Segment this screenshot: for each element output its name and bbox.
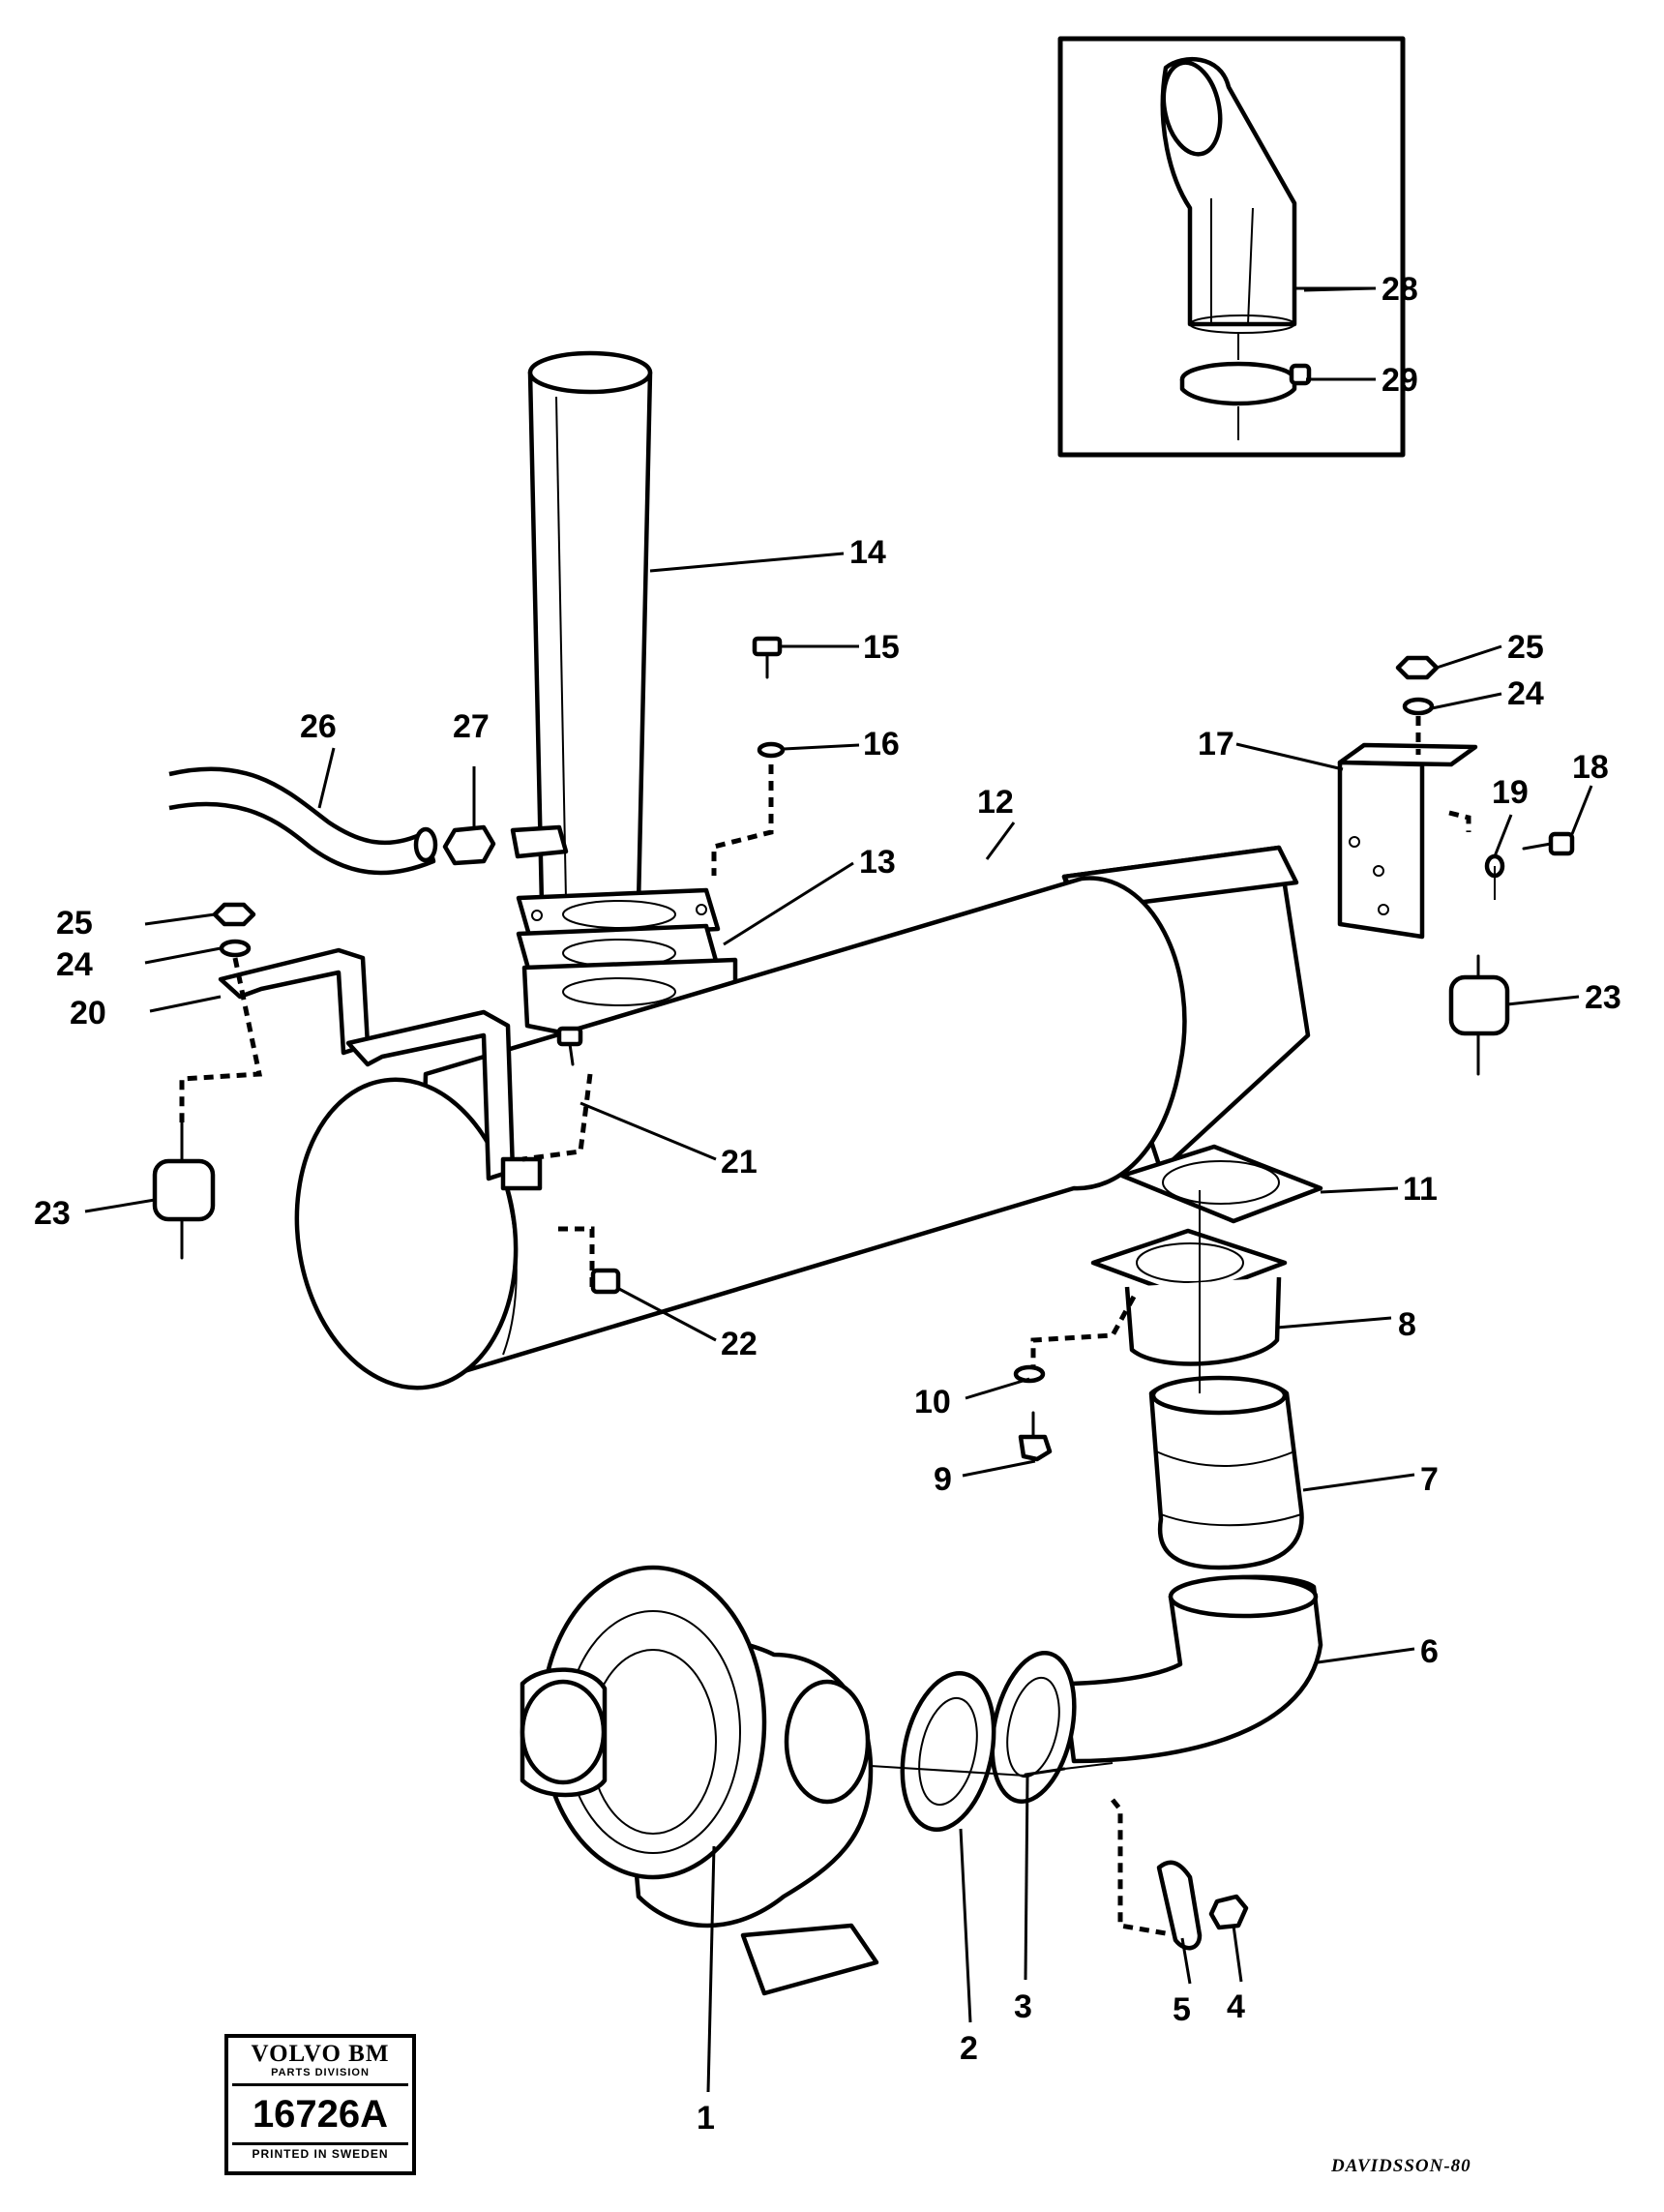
muffler bbox=[294, 845, 1311, 1390]
callout-14: 14 bbox=[849, 534, 886, 571]
callout-7: 7 bbox=[1420, 1461, 1439, 1498]
nut-27 bbox=[442, 824, 496, 866]
rubber-mount-left bbox=[152, 1121, 216, 1260]
parts-division-label: VOLVO BM PARTS DIVISION 16726A PRINTED I… bbox=[224, 2034, 416, 2175]
label-drawing-number: 16726A bbox=[232, 2086, 408, 2145]
callout-25-left: 25 bbox=[56, 905, 93, 942]
callout-2: 2 bbox=[960, 2030, 978, 2067]
callout-22: 22 bbox=[721, 1326, 758, 1362]
leader-lines bbox=[84, 286, 1593, 2093]
bracket-right bbox=[1337, 742, 1478, 940]
callout-29: 29 bbox=[1382, 362, 1418, 399]
callout-5: 5 bbox=[1173, 1991, 1191, 2028]
callout-6: 6 bbox=[1420, 1633, 1439, 1670]
rubber-mount-right bbox=[1448, 954, 1510, 1076]
label-brand: VOLVO BM bbox=[251, 2041, 390, 2067]
washer-16 bbox=[757, 741, 786, 759]
bellows-pipe bbox=[1148, 1375, 1304, 1570]
callout-9: 9 bbox=[934, 1461, 952, 1498]
inset-rain-cap bbox=[1057, 36, 1406, 458]
exhaust-tube bbox=[168, 766, 438, 876]
assembly-dashed-lines bbox=[179, 716, 1471, 1936]
callout-27: 27 bbox=[453, 708, 490, 745]
nut-25-right bbox=[1395, 655, 1440, 680]
washer-10 bbox=[1013, 1364, 1046, 1384]
callout-16: 16 bbox=[863, 726, 900, 762]
hose-clamp bbox=[1179, 334, 1312, 440]
stud-3 bbox=[1024, 1767, 1066, 1777]
gasket-11 bbox=[1119, 1144, 1323, 1224]
nut-22 bbox=[590, 1268, 621, 1295]
lock-plate-5 bbox=[1156, 1860, 1203, 1951]
callout-15: 15 bbox=[863, 629, 900, 666]
bolt-15 bbox=[752, 636, 783, 679]
callout-1: 1 bbox=[697, 2100, 715, 2137]
nipple bbox=[510, 824, 569, 859]
gasket-2 bbox=[900, 1670, 996, 1833]
rain-cap bbox=[1160, 56, 1297, 334]
callout-28: 28 bbox=[1382, 271, 1418, 308]
callout-23-right: 23 bbox=[1585, 979, 1621, 1016]
callout-24-left: 24 bbox=[56, 946, 93, 983]
callout-12: 12 bbox=[977, 784, 1014, 821]
stack-pipe bbox=[527, 350, 653, 908]
callout-13: 13 bbox=[859, 844, 896, 881]
bolt-9 bbox=[1018, 1411, 1053, 1462]
callout-3: 3 bbox=[1014, 1988, 1032, 2025]
label-division: PARTS DIVISION bbox=[232, 2067, 408, 2086]
callout-26: 26 bbox=[300, 708, 337, 745]
elbow-pipe bbox=[1061, 1574, 1323, 1764]
callout-11: 11 bbox=[1403, 1171, 1438, 1208]
callout-4: 4 bbox=[1227, 1988, 1245, 2025]
nut-4 bbox=[1208, 1894, 1249, 1930]
callout-8: 8 bbox=[1398, 1306, 1416, 1343]
callout-24-right: 24 bbox=[1507, 675, 1544, 712]
bolt-21 bbox=[556, 1026, 583, 1066]
bolt-18 bbox=[1522, 831, 1575, 856]
callout-19: 19 bbox=[1492, 774, 1529, 811]
nut-25-left bbox=[212, 902, 256, 927]
washer-24-right bbox=[1402, 697, 1435, 716]
callout-21: 21 bbox=[721, 1144, 758, 1181]
draftsman-signature: DAVIDSSON-80 bbox=[1331, 2156, 1471, 2176]
callout-20: 20 bbox=[70, 995, 106, 1031]
callout-17: 17 bbox=[1198, 726, 1234, 762]
flange-8 bbox=[1090, 1228, 1288, 1366]
turbocharger bbox=[520, 1565, 879, 1996]
center-lines bbox=[870, 866, 1496, 1777]
callout-10: 10 bbox=[914, 1384, 951, 1420]
callout-18: 18 bbox=[1572, 749, 1609, 786]
callout-23-left: 23 bbox=[34, 1195, 71, 1232]
bracket-left bbox=[218, 947, 543, 1191]
callout-25-right: 25 bbox=[1507, 629, 1544, 666]
washer-24-left bbox=[219, 939, 252, 958]
label-footer: PRINTED IN SWEDEN bbox=[252, 2147, 389, 2161]
